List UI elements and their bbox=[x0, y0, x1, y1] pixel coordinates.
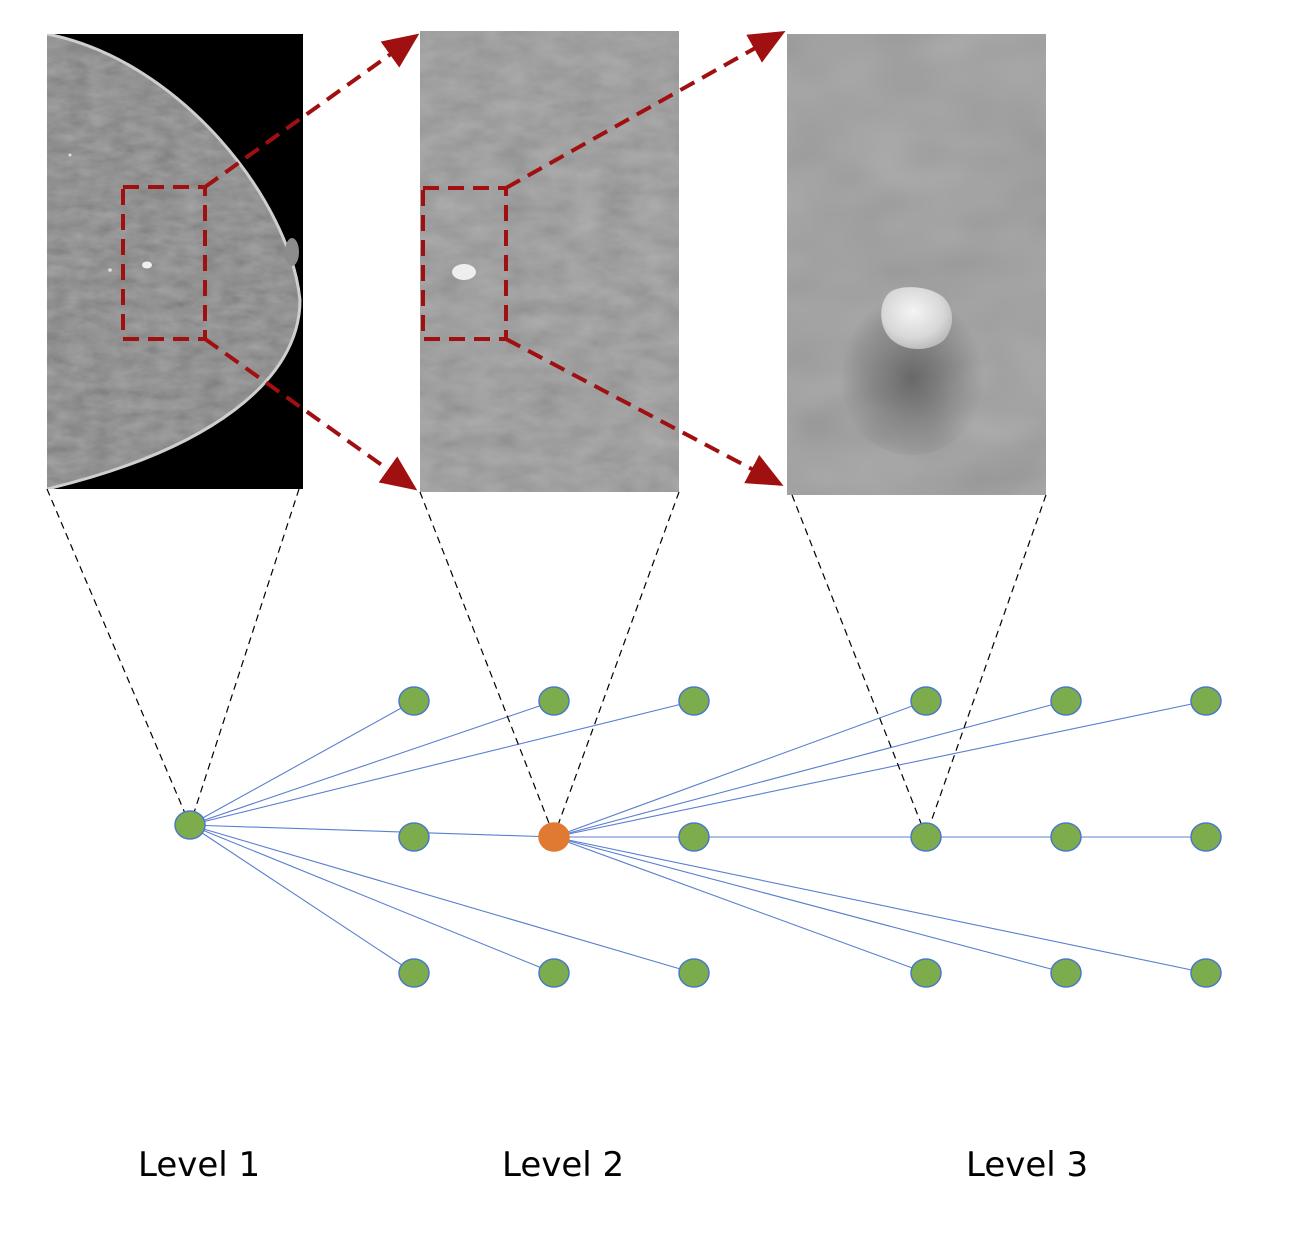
skin-line bbox=[47, 34, 302, 489]
graph-node bbox=[174, 810, 206, 840]
calcification-icon bbox=[108, 268, 112, 272]
graph-node bbox=[398, 958, 430, 988]
zoom-arrow-top-1 bbox=[203, 33, 420, 189]
graph-edge bbox=[553, 700, 1067, 838]
graph-edge bbox=[189, 700, 555, 826]
mass-closeup-panel bbox=[787, 34, 1046, 495]
graph-node bbox=[398, 822, 430, 852]
graph-edge bbox=[553, 836, 1067, 974]
nipple-icon bbox=[285, 238, 299, 266]
projection-line bbox=[46, 488, 191, 826]
projection-line bbox=[791, 494, 927, 837]
graph-node bbox=[1190, 822, 1222, 852]
zoom-box-level2 bbox=[421, 186, 508, 341]
graph-node-highlighted bbox=[538, 822, 570, 852]
graph-node bbox=[910, 958, 942, 988]
mass-icon bbox=[881, 287, 953, 349]
graph-node bbox=[1050, 822, 1082, 852]
graph-edge bbox=[553, 836, 927, 974]
graph-edges bbox=[189, 700, 1207, 974]
calcification-icon bbox=[68, 153, 72, 157]
projection-line bbox=[553, 491, 680, 837]
mass-spot-icon bbox=[452, 264, 476, 280]
graph-node bbox=[1190, 958, 1222, 988]
zoom-box-level1 bbox=[121, 185, 207, 341]
graph-node bbox=[1050, 958, 1082, 988]
graph-edge bbox=[189, 700, 415, 826]
graph-node bbox=[398, 686, 430, 716]
projection-line bbox=[419, 491, 555, 837]
graph-edge bbox=[553, 836, 1207, 974]
zoom-arrow-top-2 bbox=[505, 31, 786, 190]
zoom-arrow-bottom-2 bbox=[505, 337, 784, 486]
graph-edge bbox=[189, 824, 555, 974]
zoomed-region-panel bbox=[420, 31, 679, 492]
projection-line bbox=[189, 488, 300, 826]
graph-node bbox=[1190, 686, 1222, 716]
graph-node bbox=[910, 822, 942, 852]
graph-edge bbox=[189, 824, 695, 974]
graph-edge bbox=[189, 824, 415, 974]
graph-edge bbox=[189, 824, 555, 838]
graph-edge bbox=[553, 700, 1207, 838]
graph-edge bbox=[189, 700, 695, 826]
level-2-label: Level 2 bbox=[502, 1145, 625, 1185]
level-1-label: Level 1 bbox=[138, 1145, 261, 1185]
full-mammogram-panel bbox=[47, 34, 303, 489]
projection-line bbox=[925, 494, 1047, 837]
graph-node bbox=[678, 686, 710, 716]
projection-lines bbox=[46, 488, 1047, 837]
graph-node bbox=[1050, 686, 1082, 716]
graph-node bbox=[538, 686, 570, 716]
graph-node bbox=[678, 958, 710, 988]
graph-edge bbox=[553, 700, 927, 838]
graph-node bbox=[678, 822, 710, 852]
graph-node bbox=[538, 958, 570, 988]
mass-spot-icon bbox=[142, 261, 152, 269]
level-3-label: Level 3 bbox=[966, 1145, 1089, 1185]
zoom-arrow-bottom-1 bbox=[203, 337, 418, 491]
graph-nodes bbox=[174, 686, 1222, 988]
graph-node bbox=[910, 686, 942, 716]
